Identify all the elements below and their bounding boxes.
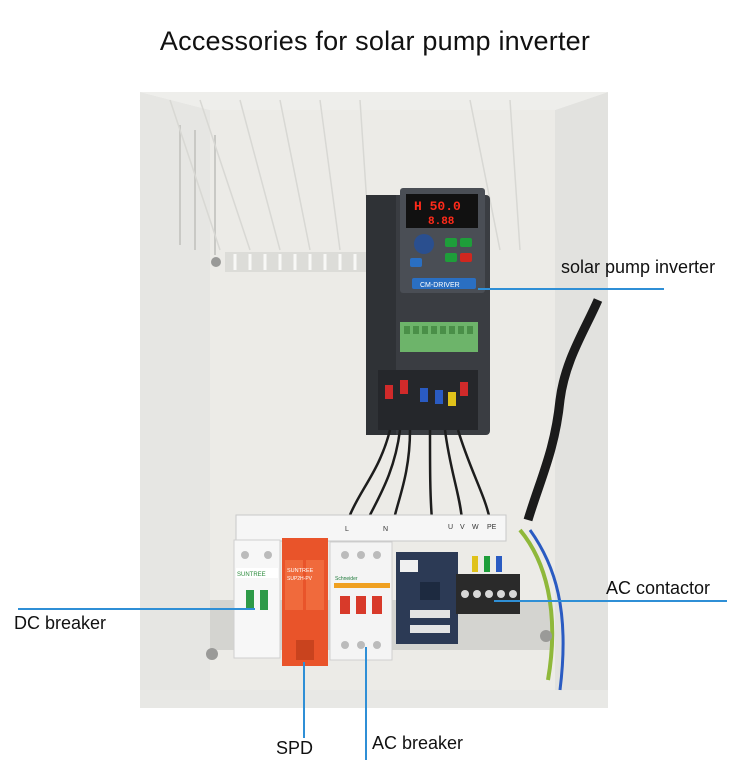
terminal-block bbox=[456, 556, 520, 614]
spd-brand: SUNTREE bbox=[287, 568, 314, 574]
display-line1: H 50.0 bbox=[414, 199, 461, 214]
callout-ac-contactor: AC contactor bbox=[606, 578, 711, 598]
ac-breaker: Schneider bbox=[329, 541, 393, 661]
callout-dc-breaker: DC breaker bbox=[14, 613, 107, 633]
spd-model: SUP2H-PV bbox=[287, 576, 313, 582]
ac-contactor bbox=[396, 552, 458, 644]
callout-spd: SPD bbox=[276, 738, 314, 758]
terminal-label-u: U bbox=[448, 524, 453, 531]
callout-solar-pump-inverter: solar pump inverter bbox=[561, 257, 716, 277]
dc-breaker-brand: SUNTREE bbox=[237, 572, 266, 578]
dc-breaker: SUNTREE bbox=[233, 539, 281, 659]
ac-breaker-brand: Schneider bbox=[335, 576, 358, 582]
brand-badge: CM-DRIVER bbox=[420, 282, 460, 289]
terminal-label-pe: PE bbox=[487, 524, 497, 531]
solar-pump-inverter: H 50.0 8.88 CM-DRIVER bbox=[366, 188, 490, 435]
terminal-label-v: V bbox=[460, 524, 465, 531]
callout-ac-breaker: AC breaker bbox=[372, 733, 464, 753]
callout-lines bbox=[18, 288, 727, 760]
page-title: Accessories for solar pump inverter bbox=[159, 26, 591, 56]
terminal-cover bbox=[235, 514, 507, 542]
terminal-label-w: W bbox=[472, 524, 479, 531]
display-line2: 8.88 bbox=[428, 216, 455, 228]
terminal-label-n: N bbox=[383, 526, 388, 533]
spd: SUNTREE SUP2H-PV bbox=[282, 538, 328, 666]
terminal-label-l: L bbox=[345, 526, 349, 533]
wire-bundle bbox=[348, 429, 492, 521]
conduit-cable bbox=[523, 298, 603, 522]
